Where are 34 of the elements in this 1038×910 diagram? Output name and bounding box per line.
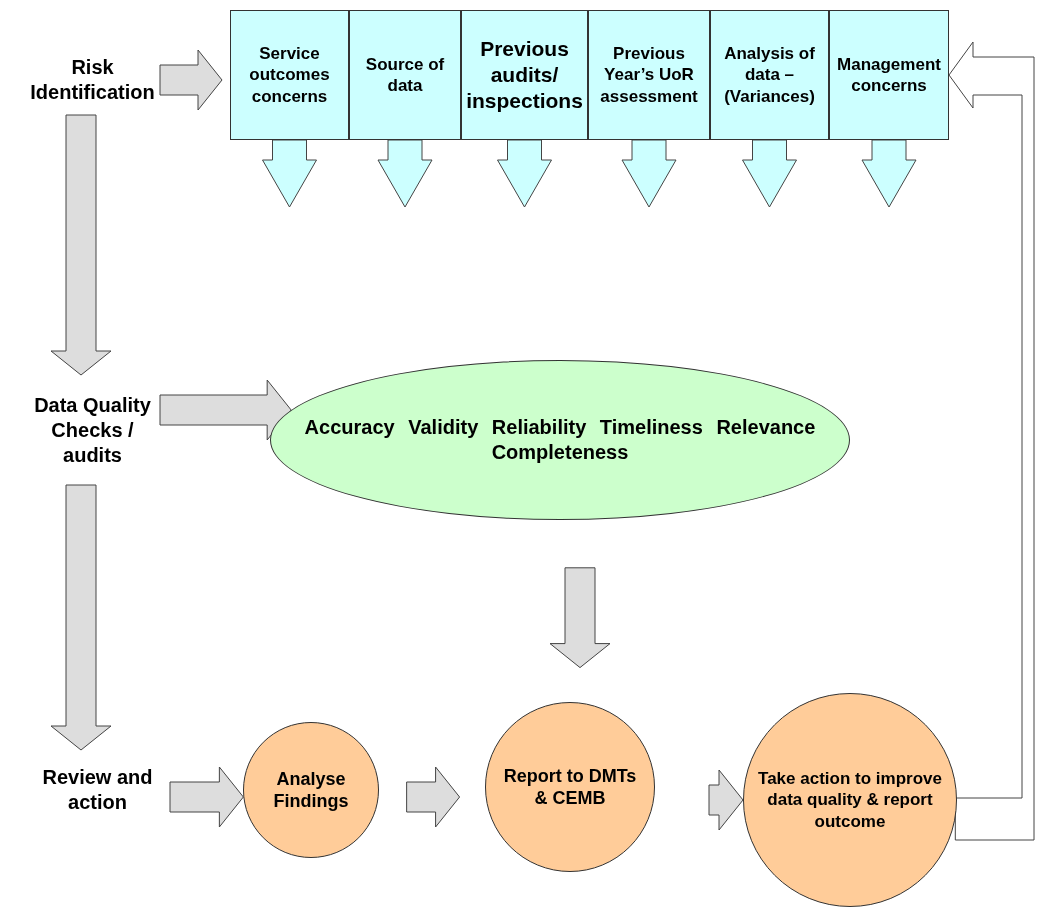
- node-label: Take action to improve data quality & report outcome: [758, 768, 942, 832]
- block-arrow: [159, 49, 223, 111]
- block-arrow: [169, 766, 244, 828]
- source-box: [710, 10, 829, 140]
- block-arrow: [377, 139, 433, 208]
- stage-label: Review and action: [41, 765, 154, 815]
- block-arrow: [406, 766, 461, 828]
- source-box: [230, 10, 349, 140]
- block-arrow: [708, 769, 744, 831]
- stage-label: Data Quality Checks / audits: [33, 392, 152, 468]
- block-arrow: [621, 139, 677, 208]
- node-label: Accuracy Validity Reliability Timeliness Relevance Completeness: [303, 415, 817, 465]
- block-arrow: [549, 567, 611, 669]
- block-arrow: [861, 139, 917, 208]
- source-box: [461, 10, 588, 140]
- box-label: Analysis of data – (Variances): [723, 43, 816, 107]
- source-box: [829, 10, 949, 140]
- source-box: [588, 10, 710, 140]
- source-box: [349, 10, 461, 140]
- box-label: Previous audits/ inspections: [466, 35, 583, 115]
- box-label: Service outcomes concerns: [248, 43, 331, 107]
- feedback-arrow: [948, 41, 1035, 841]
- block-arrow: [742, 139, 797, 208]
- box-label: Previous Year’s UoR assessment: [599, 43, 699, 107]
- block-arrow: [50, 114, 112, 376]
- block-arrow: [262, 139, 317, 208]
- block-arrow: [497, 139, 552, 208]
- node-label: Report to DMTs & CEMB: [502, 764, 638, 810]
- box-label: Source of data: [364, 53, 446, 97]
- box-label: Management concerns: [836, 53, 942, 97]
- stage-label: Risk Identification: [29, 55, 156, 105]
- node-label: Analyse Findings: [272, 767, 350, 813]
- block-arrow: [50, 484, 112, 751]
- block-arrow: [159, 379, 292, 441]
